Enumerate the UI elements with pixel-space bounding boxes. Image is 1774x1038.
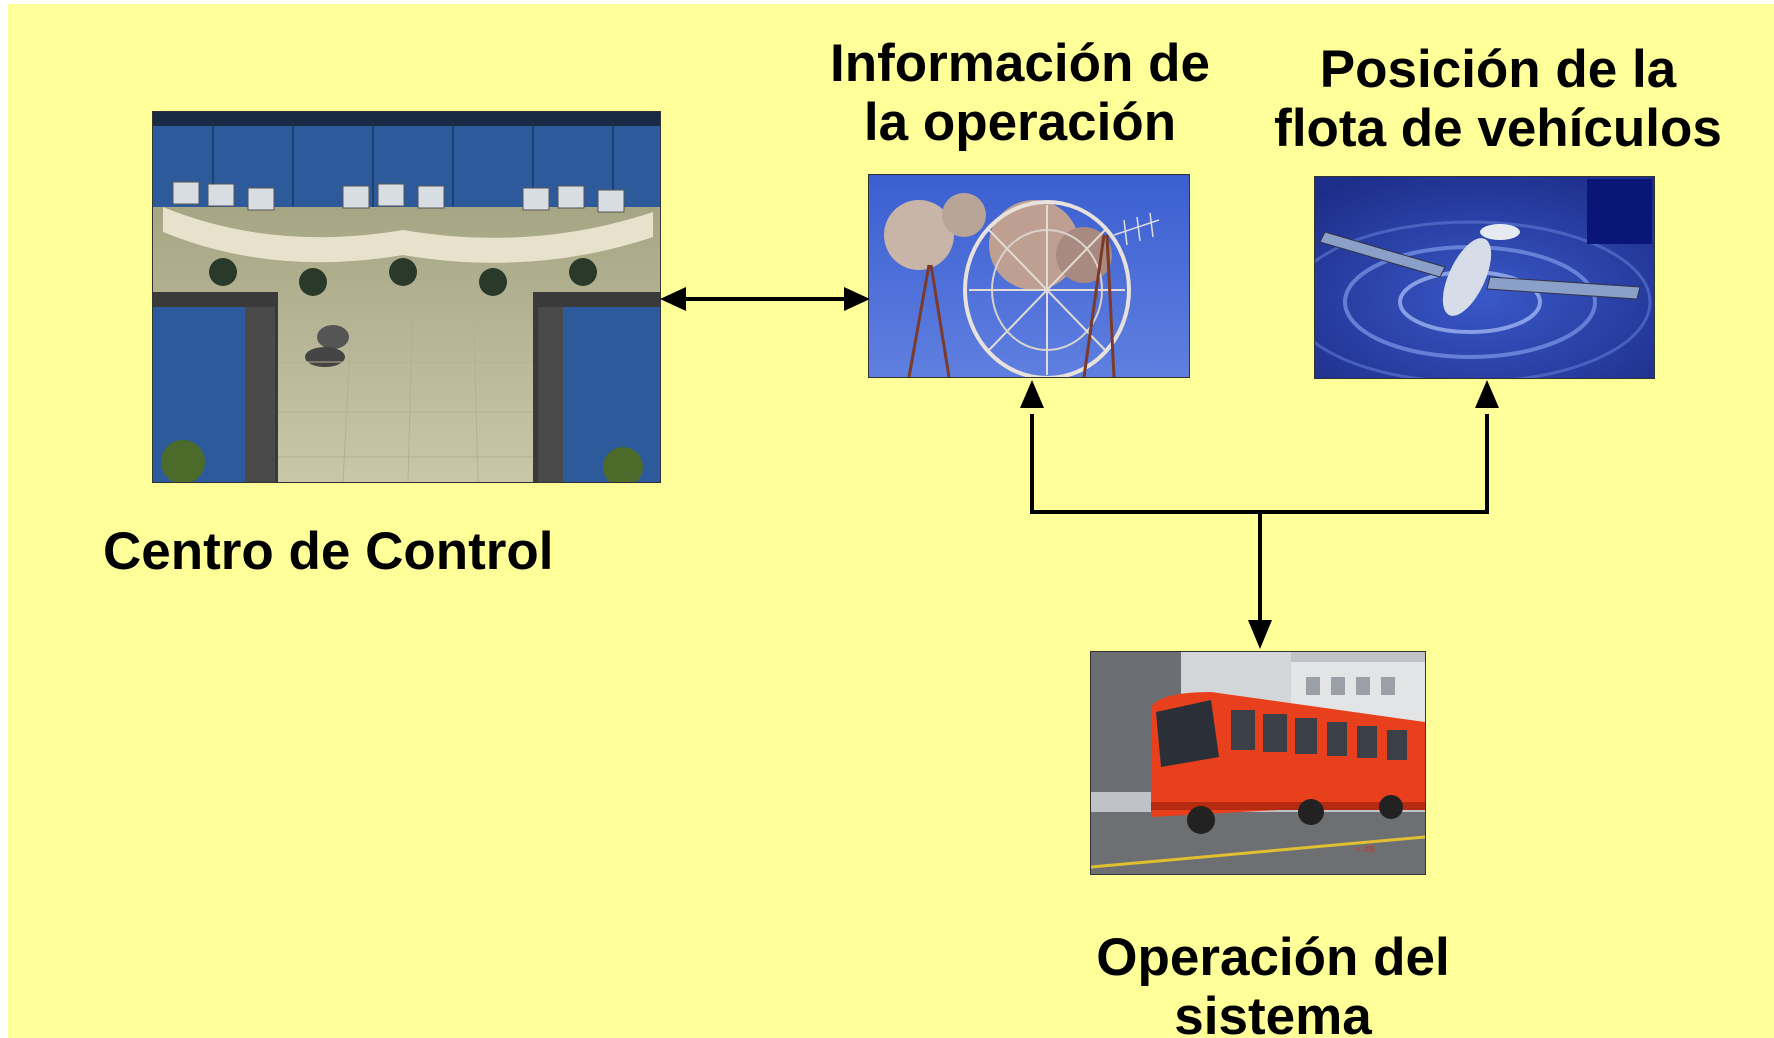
- operation-info-label: Información de la operación: [800, 34, 1240, 153]
- control-center-label: Centro de Control: [103, 522, 554, 581]
- system-operation-label: Operación del sistema: [1053, 928, 1493, 1038]
- control-room-photo: [152, 111, 661, 483]
- red-bus-photo: < 4B: [1090, 651, 1426, 875]
- satellite-photo: [1314, 176, 1655, 379]
- diagram-slide: < 4B Centro de Control Información de la…: [8, 4, 1774, 1038]
- operation-info-line1: Información de: [830, 34, 1210, 93]
- system-operation-line1: Operación del: [1096, 928, 1450, 987]
- arrowhead-up-fleet: [1475, 380, 1499, 408]
- fleet-position-line1: Posición de la: [1319, 40, 1677, 99]
- system-operation-line2: sistema: [1174, 987, 1372, 1038]
- operation-info-line2: la operación: [863, 93, 1177, 153]
- fleet-position-line2: flota de vehículos: [1274, 99, 1722, 159]
- antenna-tower-photo: [868, 174, 1190, 378]
- fleet-position-label: Posición de la flota de vehículos: [1258, 40, 1738, 159]
- arrowhead-left: [660, 287, 686, 311]
- connector-arrows: [660, 287, 1499, 649]
- arrowhead-down-bus: [1248, 620, 1272, 649]
- operations-branch-line: [1030, 414, 1489, 514]
- svg-text:< 4B: < 4B: [1356, 844, 1375, 854]
- arrowhead-up-info: [1020, 380, 1044, 408]
- arrowhead-right: [844, 287, 870, 311]
